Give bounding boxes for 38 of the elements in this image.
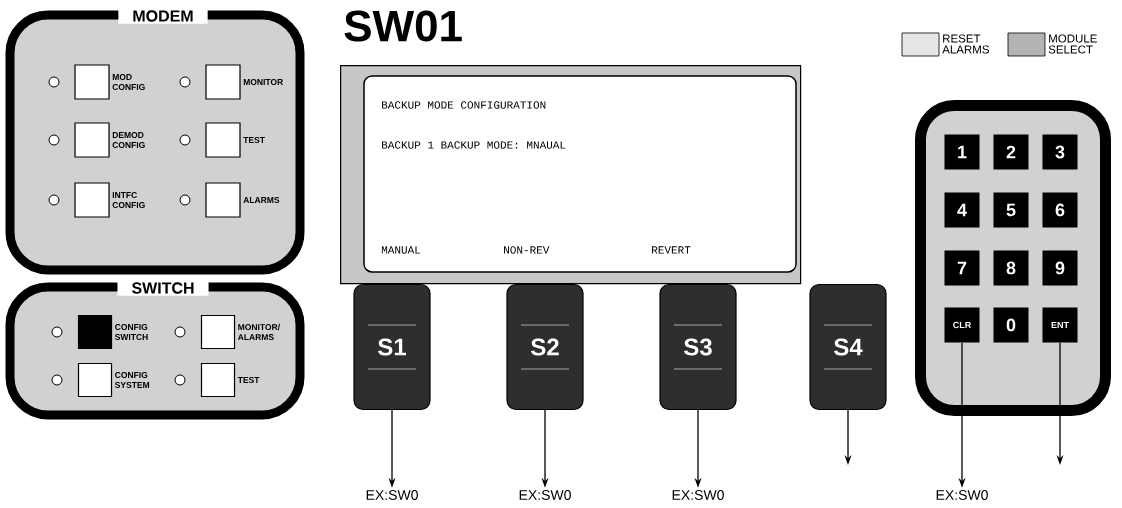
- button-label: MONITOR/ ALARMS: [237, 323, 280, 341]
- screen-text: MANUAL: [381, 246, 421, 254]
- key: CLR: [944, 307, 980, 343]
- screen-text: REVERT: [652, 246, 691, 254]
- screen-text: BACKUP MODE CONFIGURATION: [382, 101, 546, 109]
- button-label: INTFC CONFIG: [112, 192, 145, 208]
- soft-key: S1: [353, 283, 431, 411]
- key: 4: [944, 192, 980, 228]
- soft-key: S2: [506, 283, 584, 411]
- target-label: EX:SW0: [366, 490, 418, 500]
- button-label: DEMOD CONFIG: [112, 132, 145, 148]
- soft-key: S3: [659, 283, 737, 411]
- legend-text: RESET ALARMS: [942, 34, 989, 54]
- key: ENT: [1042, 307, 1078, 343]
- key: 5: [993, 192, 1029, 228]
- target-label: EX:SW0: [672, 490, 724, 500]
- key: 8: [993, 250, 1029, 286]
- key: 0: [993, 307, 1029, 343]
- key: 9: [1042, 250, 1078, 286]
- button-label: CONFIG SYSTEM: [114, 372, 150, 388]
- key: 7: [944, 250, 980, 286]
- target-label: EX:SW0: [936, 490, 988, 500]
- key: 6: [1042, 192, 1078, 228]
- key: 2: [993, 134, 1029, 170]
- button-label: ALARMS: [243, 197, 280, 203]
- screen-text: BACKUP 1 BACKUP MODE: MNAUAL: [382, 141, 566, 149]
- soft-key: S4: [809, 283, 887, 411]
- title: SW01: [344, 10, 462, 42]
- button-label: MOD CONFIG: [112, 74, 145, 90]
- button-label: CONFIG SWITCH: [114, 324, 148, 340]
- screen-text: NON-REV: [504, 246, 550, 254]
- button-label: TEST: [243, 137, 265, 143]
- button-label: MONITOR: [243, 79, 283, 85]
- target-label: EX:SW0: [519, 490, 571, 500]
- legend-text: MODULE SELECT: [1048, 34, 1097, 54]
- key: 1: [944, 134, 980, 170]
- button-label: TEST: [237, 377, 260, 383]
- key: 3: [1042, 134, 1078, 170]
